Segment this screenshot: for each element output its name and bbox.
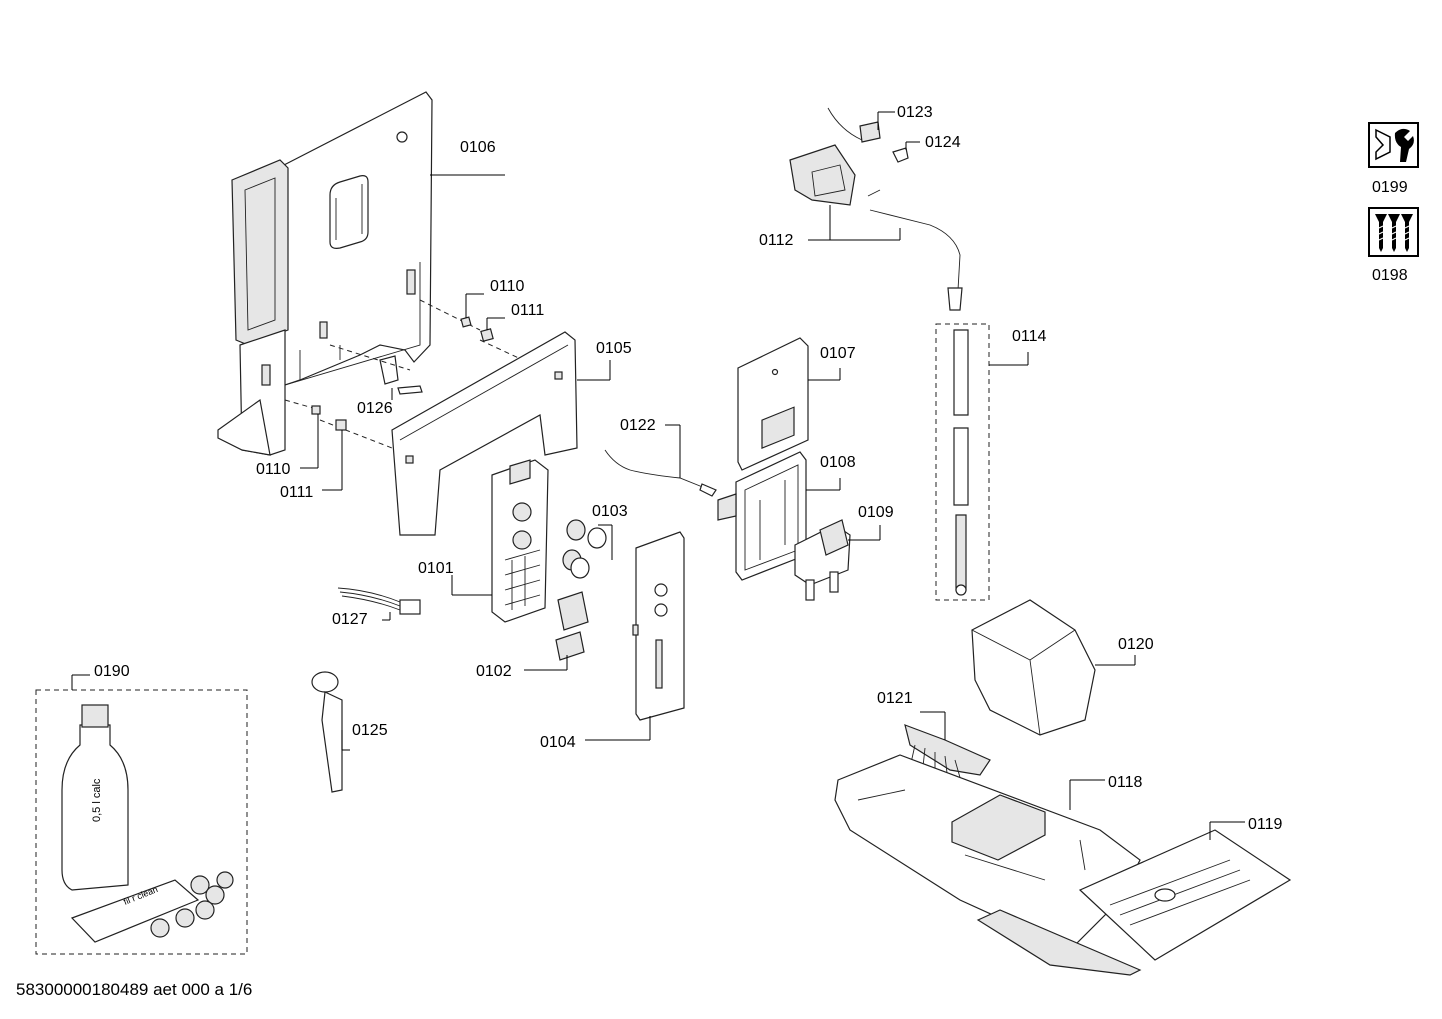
part-0114-drawing [935, 323, 990, 601]
pads-drawing [311, 316, 494, 431]
label-0124: 0124 [925, 134, 961, 151]
label-0110-top: 0110 [490, 278, 525, 295]
service-tool-icon [1368, 122, 1419, 168]
label-0106: 0106 [460, 139, 496, 156]
label-0122: 0122 [620, 417, 656, 434]
leader-lines [71, 111, 1245, 840]
part-0108-drawing [717, 451, 807, 581]
label-0111-top: 0111 [511, 302, 544, 319]
part-0118-drawing [834, 754, 1141, 951]
label-0123: 0123 [897, 104, 933, 121]
part-0190-drawing: 0,5 l calc fil r clean [35, 689, 248, 955]
part-0109-drawing [794, 519, 851, 601]
part-0103-drawing [562, 519, 607, 579]
part-0101-drawing [491, 459, 549, 623]
part-0104-drawing [632, 531, 685, 721]
label-0125: 0125 [352, 722, 388, 739]
label-0199: 0199 [1372, 179, 1408, 196]
screws-icon [1368, 207, 1419, 257]
bottle-label: 0,5 l calc [91, 778, 103, 822]
label-0104: 0104 [540, 734, 576, 751]
label-0190: 0190 [94, 663, 130, 680]
label-0111-bottom: 0111 [280, 484, 313, 501]
label-0103: 0103 [592, 503, 628, 520]
label-0108: 0108 [820, 454, 856, 471]
part-0123-drawing [827, 107, 881, 143]
document-footer-code: 58300000180489 aet 000 a 1/6 [16, 980, 253, 999]
label-0126: 0126 [357, 400, 393, 417]
part-0112-drawing [789, 144, 963, 311]
part-labels: 0106 0110 0111 0105 0126 0110 0111 0101 … [94, 104, 1283, 833]
label-0107: 0107 [820, 345, 856, 362]
label-0198: 0198 [1372, 267, 1408, 284]
part-0122-drawing [604, 449, 717, 497]
part-0107-drawing [737, 337, 809, 471]
label-0118: 0118 [1108, 774, 1143, 791]
part-0102-drawing [555, 591, 589, 661]
label-0121: 0121 [877, 690, 913, 707]
part-0119-drawing [976, 829, 1292, 976]
part-0105-drawing [391, 331, 578, 536]
part-0120-drawing [971, 599, 1096, 736]
part-0106-drawing [217, 91, 556, 456]
part-0125-drawing [311, 671, 343, 793]
label-0110-bottom: 0110 [256, 461, 291, 478]
label-0120: 0120 [1118, 636, 1154, 653]
label-0127: 0127 [332, 611, 368, 628]
label-0109: 0109 [858, 504, 894, 521]
label-0101: 0101 [418, 560, 454, 577]
label-0114: 0114 [1012, 328, 1047, 345]
label-0105: 0105 [596, 340, 632, 357]
part-0127-drawing [337, 587, 421, 615]
label-0102: 0102 [476, 663, 512, 680]
label-0119: 0119 [1248, 816, 1283, 833]
label-0112: 0112 [759, 232, 794, 249]
part-0124-drawing [892, 147, 909, 163]
